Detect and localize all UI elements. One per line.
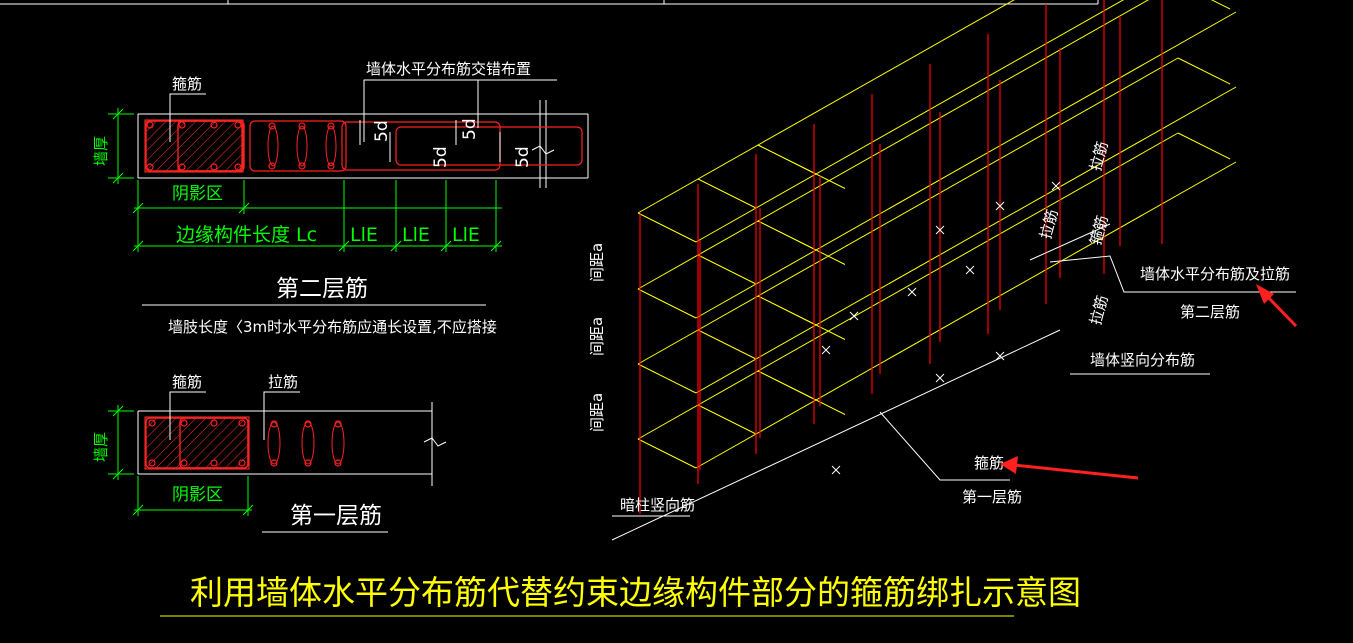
- red-arrow-horizontal-tie: [1256, 284, 1298, 328]
- layer2-stirrup-label: 箍筋: [172, 75, 202, 93]
- horizontal-rebar: [637, 0, 1015, 214]
- iso-column-vertical-label: 暗柱竖向筋: [620, 496, 695, 514]
- horizontal-rebar-end: [1177, 57, 1231, 85]
- iso-tie-lower-label: 拉筋: [1086, 293, 1111, 327]
- iso-stirrup-bottom-label: 箍筋: [974, 454, 1004, 472]
- iso-stirrup-top-label: 箍筋: [1086, 213, 1111, 247]
- iso-leader-lines: [612, 223, 1296, 517]
- tie-bar-mark: [831, 465, 841, 475]
- layer2-5d-3: 5d: [460, 118, 480, 140]
- layer2-note: 墙肢长度〈3m时水平分布筋应通长设置,不应搭接: [168, 318, 497, 336]
- layer2-lle-1: LlE: [350, 224, 378, 246]
- layer2-title: 第二层筋: [276, 276, 368, 302]
- tie-bar-mark: [849, 311, 859, 321]
- horizontal-rebar: [695, 0, 1125, 243]
- layer1-shadow-hatch: [144, 416, 250, 470]
- horizontal-rebar: [637, 57, 1179, 365]
- drawing-frame-top: [0, 0, 1099, 5]
- stirrup-leg: [757, 220, 846, 265]
- horizontal-rebar: [695, 11, 1237, 319]
- stirrup-leg: [637, 212, 697, 243]
- iso-tie-mid-label: 拉筋: [1036, 207, 1061, 241]
- layer2-lle-2: LlE: [402, 224, 430, 246]
- iso-layer2-label: 第二层筋: [1180, 303, 1240, 321]
- stirrup-leg: [637, 438, 697, 469]
- horizontal-rebar: [637, 132, 1179, 440]
- layer2-stagger-label: 墙体水平分布筋交错布置: [366, 60, 531, 78]
- iso-tie-top-label: 拉筋: [1086, 139, 1111, 173]
- layer1-tie-label: 拉筋: [268, 373, 298, 391]
- layer2-5d-2: 5d: [431, 146, 451, 168]
- layer1-wall-thickness-label: 墙厚: [92, 432, 110, 462]
- layer2-shadow-hatch: [144, 119, 244, 173]
- horizontal-rebar: [695, 161, 1237, 469]
- stirrup-leg: [637, 288, 697, 319]
- horizontal-rebar: [695, 86, 1237, 394]
- horizontal-rebar-end: [1177, 132, 1231, 160]
- column-base-line: [611, 329, 1061, 541]
- layer2-section: [108, 79, 589, 306]
- iso-layer1-label: 第一层筋: [962, 488, 1022, 506]
- horizontal-rebar: [637, 0, 1150, 290]
- layer2-lle-3: LlE: [452, 224, 480, 246]
- stirrup-leg: [697, 404, 757, 435]
- tie-bar-mark: [907, 287, 917, 297]
- layer2-5d-1: 5d: [372, 120, 392, 142]
- layer1-shadow-label: 阴影区: [172, 485, 223, 505]
- horizontal-rebar-end: [1210, 0, 1231, 10]
- layer1-stirrup-label: 箍筋: [172, 373, 202, 391]
- layer2-lc-label: 边缘构件长度 Lc: [176, 224, 317, 246]
- tie-bar-mark: [935, 373, 945, 383]
- tie-bar-mark: [995, 351, 1005, 361]
- layer2-shadow-label: 阴影区: [172, 184, 223, 204]
- tie-bar-mark: [995, 201, 1005, 211]
- stirrup-leg: [697, 329, 757, 360]
- iso-spacing-2: 间距a: [588, 317, 606, 356]
- iso-spacing-1: 间距a: [588, 243, 606, 282]
- stirrup-leg: [757, 370, 846, 415]
- tie-bar-mark: [965, 265, 975, 275]
- layer2-5d-4: 5d: [513, 146, 533, 168]
- tie-bar-mark: [1051, 181, 1061, 191]
- tie-bar-mark: [821, 345, 831, 355]
- layer2-wall-thickness-label: 墙厚: [92, 136, 110, 166]
- tie-bar-mark: [935, 225, 945, 235]
- stirrup-leg: [757, 144, 846, 189]
- layer1-title: 第一层筋: [290, 503, 382, 529]
- layer1-section: [108, 391, 447, 533]
- iso-horiz-tie-label: 墙体水平分布筋及拉筋: [1140, 265, 1290, 283]
- iso-spacing-3: 间距a: [588, 393, 606, 432]
- stirrup-leg: [697, 254, 757, 285]
- red-arrow-stirrup: [1000, 456, 1139, 480]
- stirrup-leg: [697, 178, 757, 209]
- stirrup-leg: [637, 363, 697, 394]
- isometric-rebar-cage: [611, 0, 1237, 541]
- drawing-title: 利用墙体水平分布筋代替约束边缘构件部分的箍筋绑扎示意图: [190, 573, 1081, 612]
- iso-vertical-dist-label: 墙体竖向分布筋: [1090, 351, 1195, 369]
- stirrup-leg: [757, 295, 846, 340]
